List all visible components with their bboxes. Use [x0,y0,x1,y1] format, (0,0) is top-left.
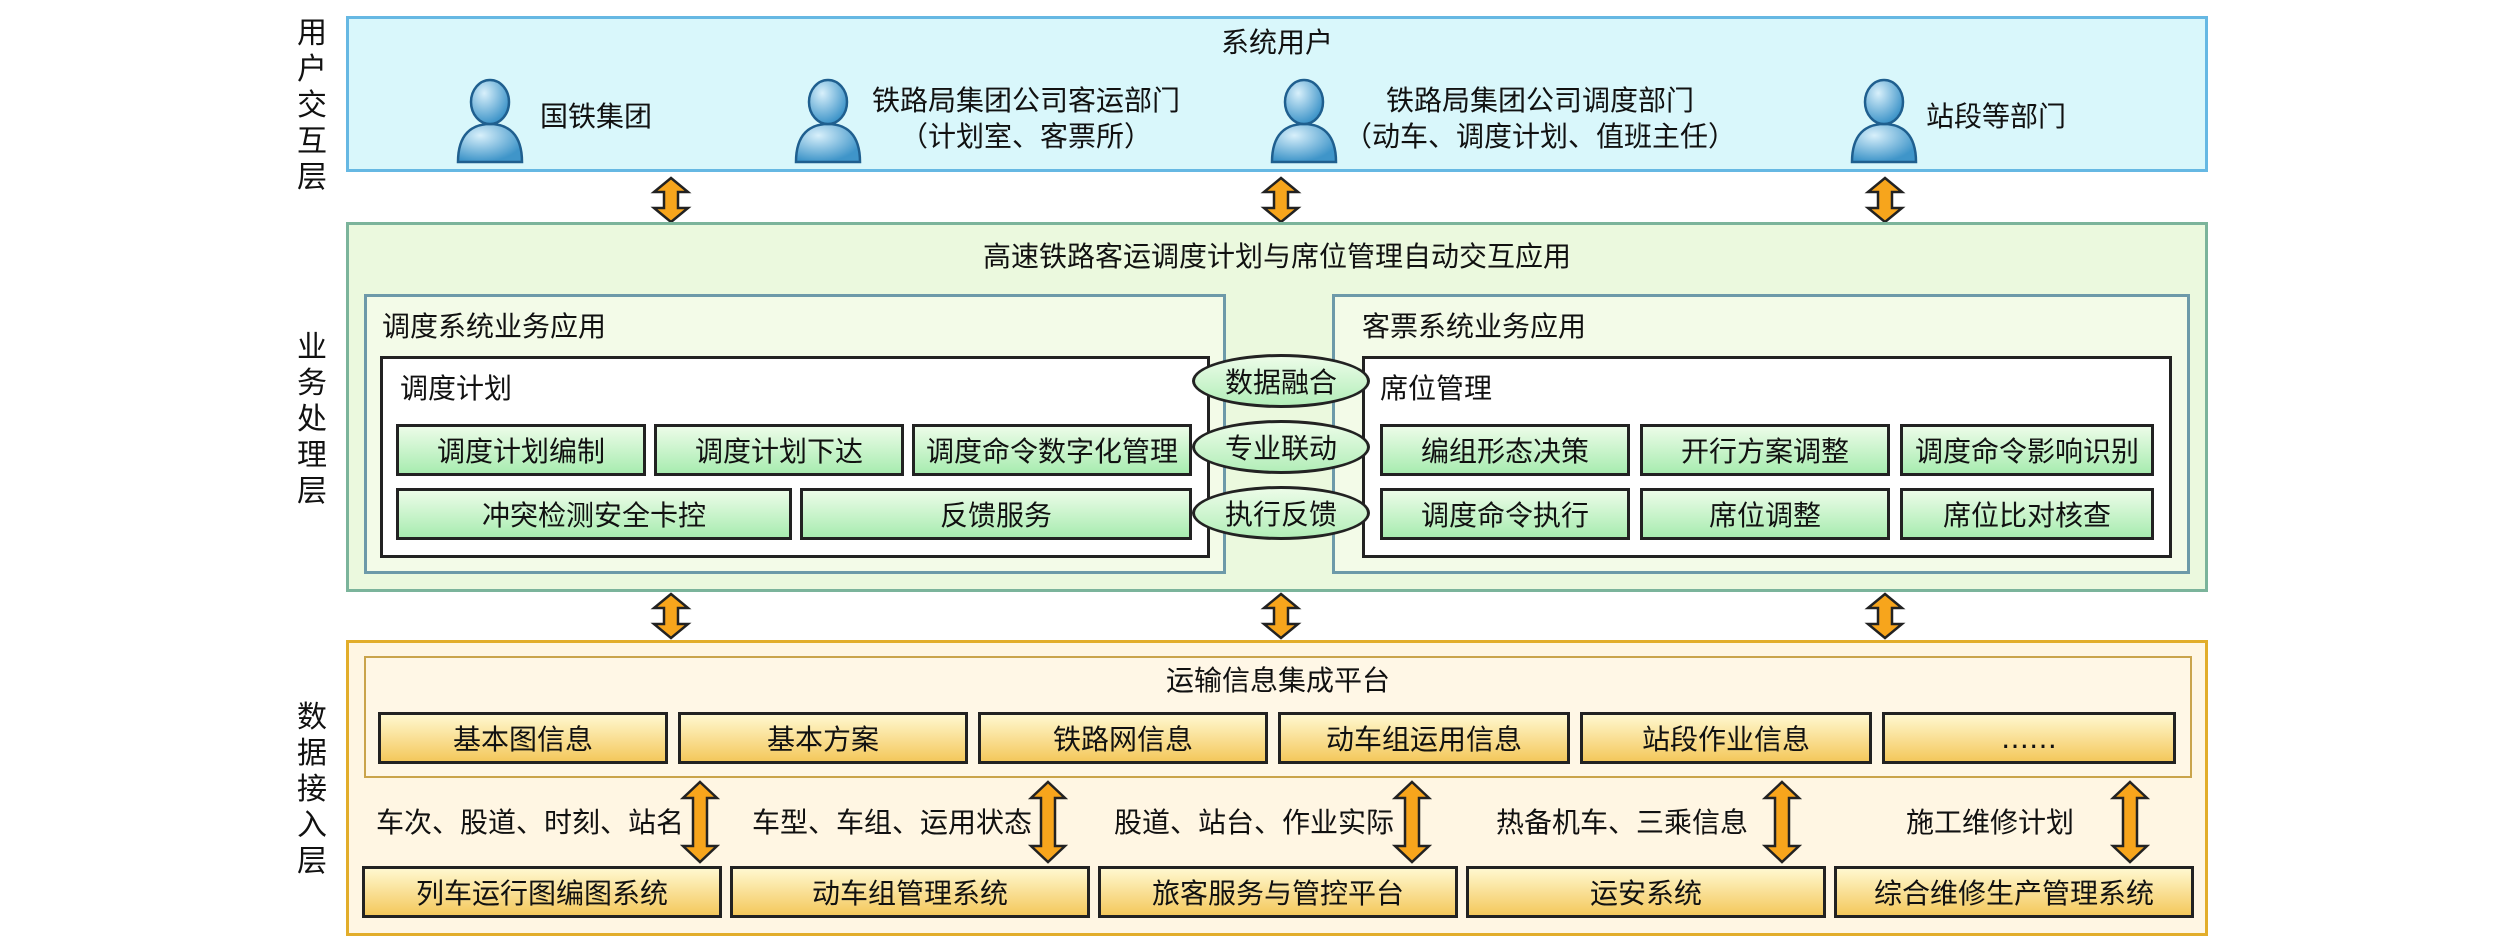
user-label-1: 国铁集团 [540,100,653,133]
user-label-3: 铁路局集团公司调度部门 [1385,84,1694,117]
ticket-item: 调度命令影响识别 [1900,424,2154,476]
link-coordination: 专业联动 [1192,420,1370,474]
flow-label: 热备机车、三乘信息 [1496,806,1749,839]
source-system: 运安系统 [1466,866,1826,918]
source-system: 综合维修生产管理系统 [1834,866,2194,918]
user-label-2-sub: （计划室、客票所） [899,120,1152,153]
source-system: 旅客服务与管控平台 [1098,866,1458,918]
flow-label: 车次、股道、时刻、站名 [376,806,685,839]
ticket-item: 编组形态决策 [1380,424,1630,476]
dispatch-item: 调度计划编制 [396,424,646,476]
double-arrow-icon [1260,176,1302,224]
dispatch-item: 调度计划下达 [654,424,904,476]
ticket-item: 开行方案调整 [1640,424,1890,476]
double-arrow-icon [2110,780,2150,864]
seat-management-title: 席位管理 [1380,372,1493,405]
flow-label: 施工维修计划 [1906,806,2075,839]
user-icon [1270,78,1338,164]
user-label-3-sub: （动车、调度计划、值班主任） [1343,120,1736,153]
user-icon [1850,78,1918,164]
dispatch-plan-title: 调度计划 [400,372,513,405]
double-arrow-icon [1392,780,1432,864]
source-system: 动车组管理系统 [730,866,1090,918]
dispatch-item: 调度命令数字化管理 [912,424,1192,476]
dispatch-item: 冲突检测安全卡控 [396,488,792,540]
user-label-4: 站段等部门 [1926,100,2067,133]
ticket-app-title: 客票系统业务应用 [1362,310,1587,343]
layer-label-data: 数据接入层 [297,700,327,879]
double-arrow-icon [650,592,692,640]
platform-item: 铁路网信息 [978,712,1268,764]
dispatch-app-title: 调度系统业务应用 [382,310,607,343]
double-arrow-icon [1260,592,1302,640]
double-arrow-icon [680,780,720,864]
user-icon [456,78,524,164]
layer-label-business: 业务处理层 [297,330,327,509]
ticket-item: 席位调整 [1640,488,1890,540]
flow-label: 股道、站台、作业实际 [1114,806,1395,839]
double-arrow-icon [1864,176,1906,224]
platform-item: 基本图信息 [378,712,668,764]
double-arrow-icon [1864,592,1906,640]
integration-platform-title: 运输信息集成平台 [1165,664,1390,697]
platform-item: 基本方案 [678,712,968,764]
source-system: 列车运行图编图系统 [362,866,722,918]
layer-label-user: 用户交互层 [297,16,327,195]
business-layer-title: 高速铁路客运调度计划与席位管理自动交互应用 [982,240,1571,273]
double-arrow-icon [1762,780,1802,864]
flow-label: 车型、车组、运用状态 [752,806,1033,839]
user-icon [794,78,862,164]
platform-item: 站段作业信息 [1580,712,1872,764]
ticket-item: 调度命令执行 [1380,488,1630,540]
ticket-item: 席位比对核查 [1900,488,2154,540]
link-data-fusion: 数据融合 [1192,354,1370,408]
link-feedback: 执行反馈 [1192,486,1370,540]
double-arrow-icon [650,176,692,224]
user-layer-title: 系统用户 [1220,26,1333,59]
platform-item: 动车组运用信息 [1278,712,1570,764]
user-label-2: 铁路局集团公司客运部门 [871,84,1180,117]
double-arrow-icon [1028,780,1068,864]
dispatch-item: 反馈服务 [800,488,1192,540]
platform-item: …… [1882,712,2176,764]
